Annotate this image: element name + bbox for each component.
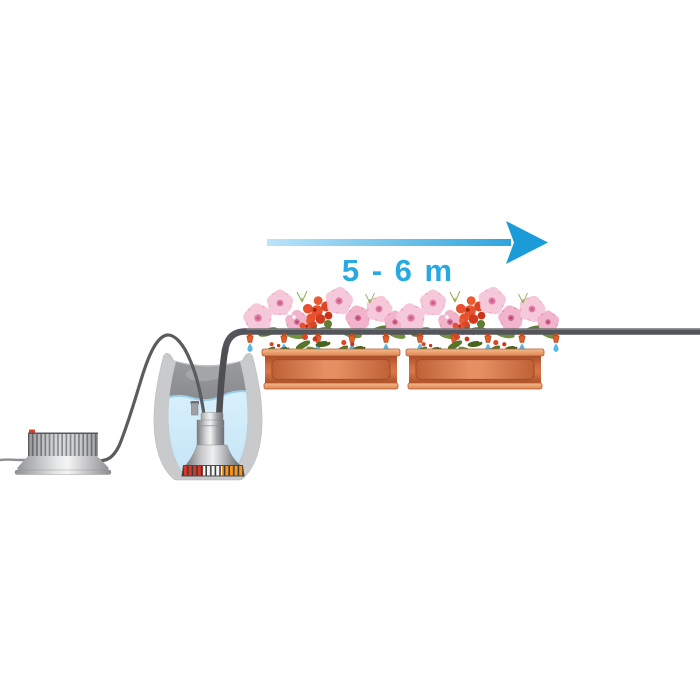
submersible-pump (181, 401, 245, 477)
transformer-unit (14, 429, 112, 475)
pump-intake-band (182, 465, 244, 476)
dripper (552, 333, 560, 352)
distance-arrow: 5 - 6 m (267, 221, 548, 288)
pump-body (196, 419, 225, 448)
arrow-head-icon (506, 221, 548, 264)
flower-box-right (405, 348, 545, 390)
distance-label: 5 - 6 m (342, 253, 454, 288)
flower-box-left (261, 348, 401, 390)
transformer-base (17, 456, 109, 470)
dripper (246, 333, 254, 352)
pump-power-cable (86, 333, 207, 463)
arrow-shaft (267, 239, 511, 246)
